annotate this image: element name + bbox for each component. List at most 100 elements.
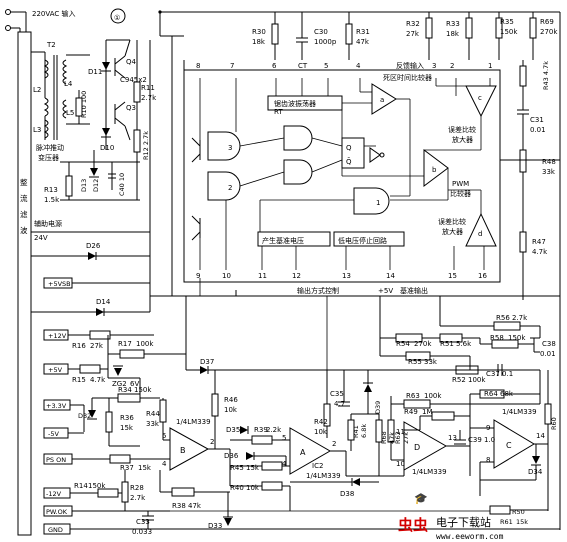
svg-text:R30: R30 bbox=[252, 28, 266, 36]
svg-text:b: b bbox=[432, 166, 437, 174]
svg-text:基准输出: 基准输出 bbox=[400, 286, 428, 295]
svg-text:R60: R60 bbox=[550, 417, 558, 430]
svg-text:1/4LM339: 1/4LM339 bbox=[306, 472, 341, 480]
svg-text:R34: R34 bbox=[118, 386, 132, 394]
svg-text:D: D bbox=[414, 443, 420, 452]
svg-text:R10 100: R10 100 bbox=[80, 91, 88, 118]
svg-text:33k: 33k bbox=[424, 358, 438, 366]
svg-text:R17: R17 bbox=[118, 340, 132, 348]
watermark: 🎓 虫虫 电子下载站 www.eeworm.com bbox=[398, 492, 504, 541]
svg-text:47k: 47k bbox=[188, 502, 202, 510]
svg-text:6: 6 bbox=[272, 62, 277, 70]
svg-text:12: 12 bbox=[292, 272, 301, 280]
svg-text:L2: L2 bbox=[33, 86, 41, 94]
svg-text:1000p: 1000p bbox=[314, 38, 337, 46]
svg-text:47k: 47k bbox=[356, 38, 370, 46]
svg-text:8: 8 bbox=[196, 62, 200, 70]
svg-text:2.7k: 2.7k bbox=[512, 314, 528, 322]
svg-text:R62: R62 bbox=[394, 431, 402, 444]
svg-text:R41: R41 bbox=[352, 425, 360, 438]
svg-text:R33: R33 bbox=[446, 20, 460, 28]
svg-text:270k: 270k bbox=[414, 340, 432, 348]
svg-text:150k: 150k bbox=[500, 28, 518, 36]
svg-text:R54: R54 bbox=[396, 340, 410, 348]
svg-text:L5: L5 bbox=[66, 109, 74, 117]
svg-text:变压器: 变压器 bbox=[38, 153, 59, 162]
svg-text:15: 15 bbox=[448, 272, 457, 280]
svg-text:PW.OK: PW.OK bbox=[46, 508, 68, 516]
svg-text:CT: CT bbox=[298, 62, 308, 70]
svg-text:误差比较: 误差比较 bbox=[438, 217, 466, 226]
svg-text:15k: 15k bbox=[246, 464, 260, 472]
svg-text:5: 5 bbox=[282, 434, 286, 442]
svg-text:13: 13 bbox=[448, 434, 457, 442]
svg-text:T2: T2 bbox=[46, 41, 56, 49]
svg-text:PS ON: PS ON bbox=[46, 456, 66, 464]
svg-text:死区时间比较器: 死区时间比较器 bbox=[383, 73, 432, 82]
svg-text:R28: R28 bbox=[130, 484, 144, 492]
svg-text:4: 4 bbox=[282, 460, 287, 468]
svg-text:4.7k: 4.7k bbox=[90, 376, 106, 384]
svg-text:27k: 27k bbox=[90, 342, 104, 350]
svg-text:D35: D35 bbox=[226, 426, 240, 434]
ac-input: 220VAC 输入 ① bbox=[5, 8, 126, 32]
svg-text:1M: 1M bbox=[422, 408, 433, 416]
svg-text:R50: R50 bbox=[512, 508, 525, 516]
svg-text:1.5k: 1.5k bbox=[44, 196, 60, 204]
svg-text:0.01: 0.01 bbox=[530, 126, 546, 134]
svg-text:C39 1.0: C39 1.0 bbox=[468, 436, 495, 444]
pwm-controller-ic: 8 7 6 CT 5 4 反馈输入 3 2 1 9 10 11 12 13 14… bbox=[183, 60, 501, 295]
deadtime-comparator bbox=[371, 83, 397, 115]
svg-text:+12V: +12V bbox=[48, 332, 67, 340]
ac-input-label: 220VAC 输入 bbox=[32, 9, 75, 18]
svg-text:6V: 6V bbox=[130, 380, 139, 388]
svg-text:B: B bbox=[180, 446, 186, 455]
svg-text:4.7: 4.7 bbox=[334, 400, 345, 408]
watermark-logo: 虫虫 bbox=[398, 516, 428, 534]
svg-text:8: 8 bbox=[486, 456, 490, 464]
error-amp-d bbox=[465, 212, 497, 247]
svg-text:D36: D36 bbox=[224, 452, 239, 460]
svg-text:R37: R37 bbox=[120, 464, 134, 472]
svg-text:27k: 27k bbox=[402, 432, 410, 444]
svg-text:R14: R14 bbox=[74, 482, 88, 490]
svg-text:Q4: Q4 bbox=[126, 58, 137, 66]
gate-1 bbox=[353, 187, 390, 215]
svg-text:27k: 27k bbox=[406, 30, 420, 38]
svg-text:ZG2: ZG2 bbox=[112, 380, 127, 388]
svg-text:R56: R56 bbox=[496, 314, 510, 322]
svg-text:A: A bbox=[300, 448, 306, 457]
svg-text:R39: R39 bbox=[254, 426, 268, 434]
svg-text:16: 16 bbox=[478, 272, 487, 280]
svg-text:1: 1 bbox=[488, 62, 492, 70]
gate-3 bbox=[207, 131, 241, 161]
svg-text:误差比较: 误差比较 bbox=[448, 125, 476, 134]
svg-text:R64: R64 bbox=[484, 390, 498, 398]
svg-text:产生基准电压: 产生基准电压 bbox=[262, 236, 304, 245]
svg-text:6.8k: 6.8k bbox=[360, 424, 368, 438]
error-amp-c bbox=[465, 85, 497, 118]
d11-diode: D11 bbox=[88, 62, 111, 76]
svg-text:1/4LM339: 1/4LM339 bbox=[412, 468, 447, 476]
svg-text:+3.3V: +3.3V bbox=[46, 402, 67, 410]
svg-text:47k: 47k bbox=[388, 432, 396, 444]
svg-text:R40: R40 bbox=[230, 484, 244, 492]
svg-text:Q̄: Q̄ bbox=[346, 157, 352, 166]
svg-text:C37 0.1: C37 0.1 bbox=[486, 370, 513, 378]
svg-text:R48: R48 bbox=[542, 158, 556, 166]
svg-text:5: 5 bbox=[162, 432, 166, 440]
circle-mark: ① bbox=[114, 14, 120, 22]
svg-text:11: 11 bbox=[258, 272, 267, 280]
svg-text:R44: R44 bbox=[146, 410, 160, 418]
svg-text:14: 14 bbox=[536, 432, 545, 440]
pulse-transformer: T2 L2 L3 L4 L5 脉冲推动 变压器 bbox=[31, 41, 90, 162]
svg-text:D11: D11 bbox=[88, 68, 102, 76]
svg-text:R49: R49 bbox=[404, 408, 418, 416]
svg-text:R52: R52 bbox=[452, 376, 466, 384]
svg-text:2: 2 bbox=[228, 184, 232, 192]
svg-text:D14: D14 bbox=[96, 298, 111, 306]
svg-text:+5V: +5V bbox=[378, 287, 393, 295]
svg-text:9: 9 bbox=[196, 272, 200, 280]
svg-text:L4: L4 bbox=[64, 80, 73, 88]
svg-text:-5V: -5V bbox=[48, 430, 59, 438]
